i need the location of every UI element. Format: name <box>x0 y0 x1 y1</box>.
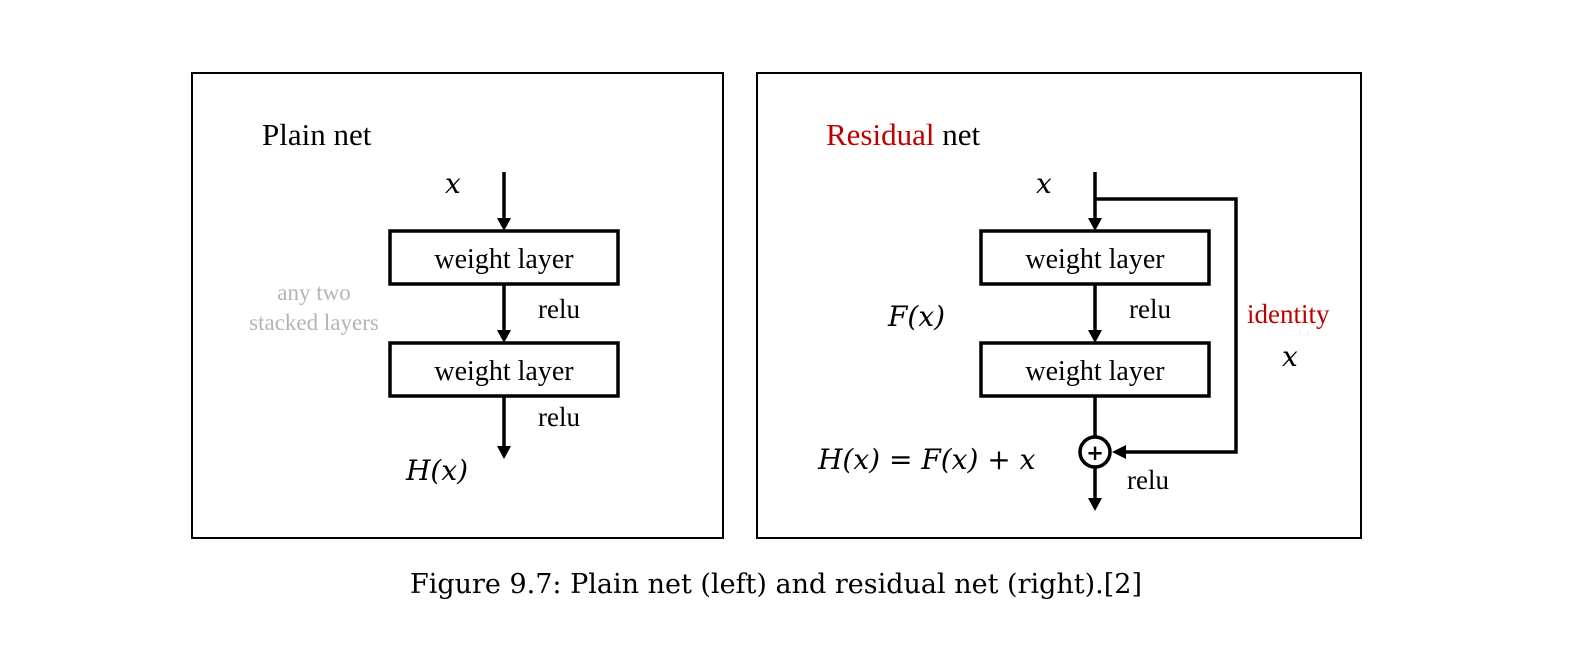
identity-x-label: x <box>1282 340 1298 373</box>
residual-title-highlight: Residual <box>826 117 935 152</box>
plain-input-arrowhead <box>497 218 511 231</box>
residual-weight-layer-1-label: weight layer <box>1025 244 1165 275</box>
plain-weight-layer-2 <box>388 341 620 398</box>
residual-input-arrowhead <box>1088 218 1102 231</box>
identity-shortcut-path <box>1095 197 1238 454</box>
residual-weight-layer-2-label: weight layer <box>1025 356 1165 387</box>
identity-shortcut-arrowhead <box>1112 445 1126 459</box>
plain-weight-layer-1-label: weight layer <box>434 244 574 275</box>
plain-relu-2-label: relu <box>538 402 580 432</box>
residual-mid-arrowhead <box>1088 330 1102 343</box>
plain-output-label: H(x) <box>405 454 468 487</box>
residual-relu-1-label: relu <box>1129 294 1171 324</box>
sum-symbol: + <box>1086 441 1104 465</box>
plain-weight-layer-1 <box>388 229 620 286</box>
residual-net-panel: Residual net x identity x weight layer r… <box>756 72 1362 539</box>
residual-weight-layer-2 <box>979 341 1211 398</box>
residual-net-title: Residual net <box>826 117 981 152</box>
plain-weight-layer-2-label: weight layer <box>434 356 574 387</box>
residual-input-label: x <box>1036 167 1052 200</box>
residual-relu-out-label: relu <box>1127 465 1169 495</box>
residual-out-arrowhead <box>1088 498 1102 511</box>
plain-mid-arrowhead <box>497 330 511 343</box>
plain-relu-1-label: relu <box>538 294 580 324</box>
plain-net-panel: Plain net x weight layer relu weight lay… <box>191 72 724 539</box>
residual-title-rest: net <box>935 117 981 152</box>
plain-out-arrowhead <box>497 446 511 459</box>
plain-net-title: Plain net <box>262 117 372 152</box>
stacked-layers-annotation-line1: any two <box>277 280 350 305</box>
figure-caption: Figure 9.7: Plain net (left) and residua… <box>410 569 1142 600</box>
plain-input-label: x <box>445 167 461 200</box>
output-equation: H(x) = F(x) + x <box>817 443 1036 476</box>
stacked-layers-annotation-line2: stacked layers <box>249 310 379 335</box>
sum-node <box>1078 435 1112 469</box>
fx-label: F(x) <box>887 300 945 333</box>
residual-net-frame <box>756 72 1362 539</box>
plain-net-frame <box>191 72 724 539</box>
identity-label: identity <box>1247 299 1330 329</box>
residual-weight-layer-1 <box>979 229 1211 286</box>
